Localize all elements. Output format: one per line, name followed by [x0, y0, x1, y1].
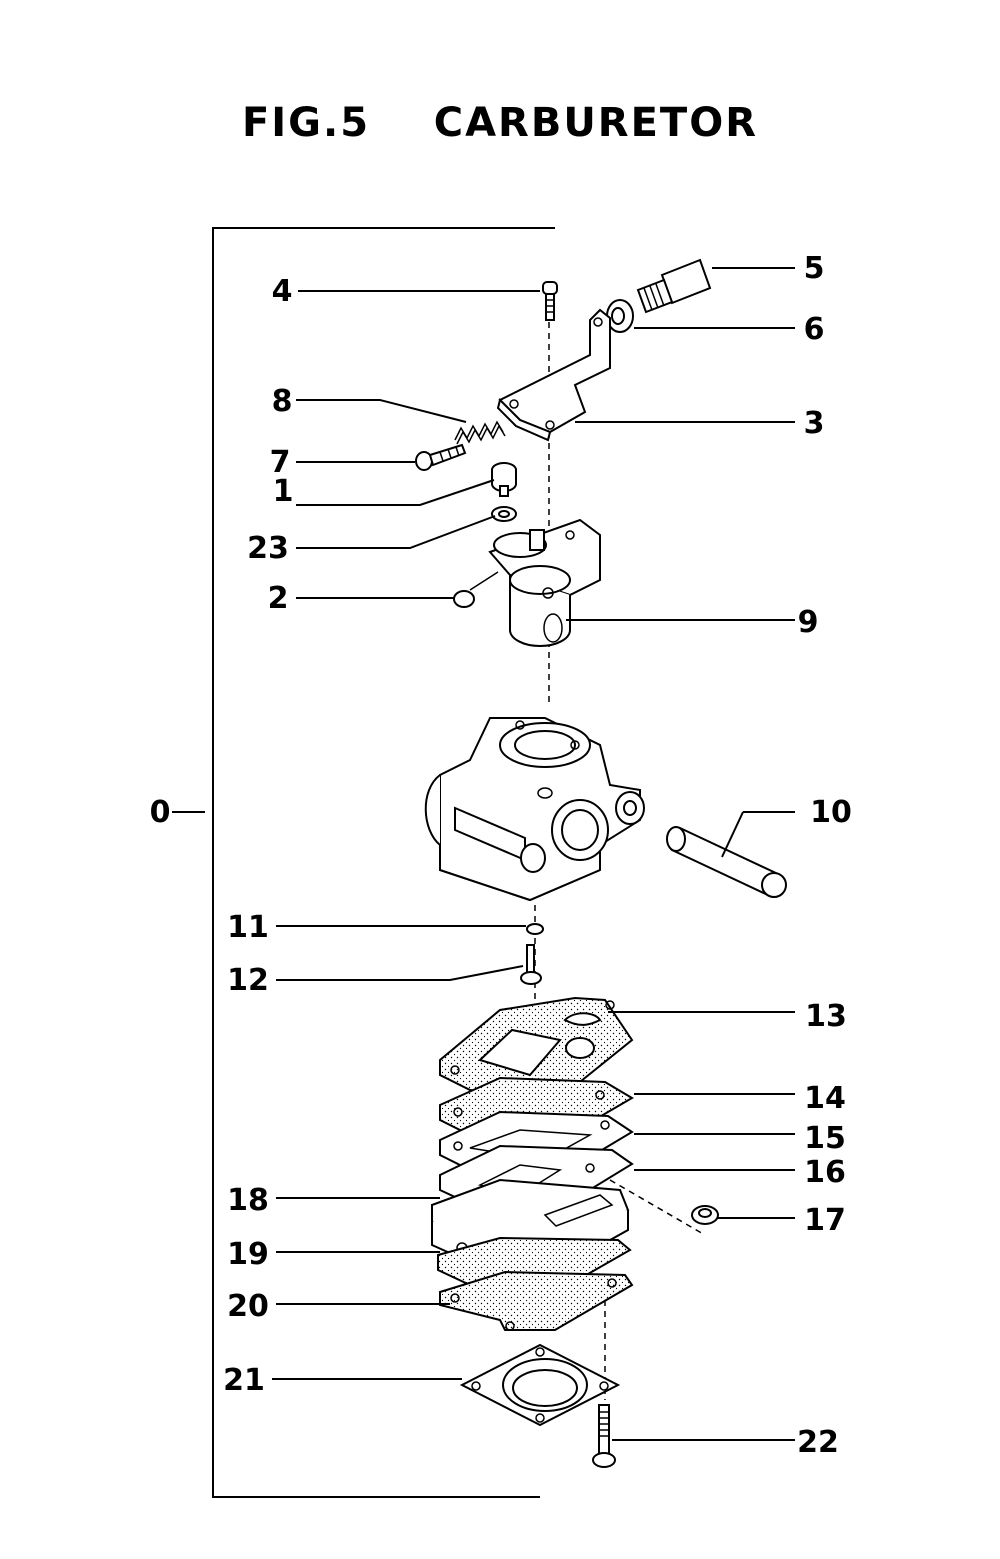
- part-8-spring: [454, 420, 506, 445]
- callout-3: 3: [804, 406, 825, 441]
- callout-2: 2: [268, 581, 289, 616]
- callout-7: 7: [270, 445, 291, 480]
- callout-1: 1: [273, 474, 294, 509]
- callout-15: 15: [804, 1121, 846, 1156]
- callout-5: 5: [804, 251, 825, 286]
- part-20-diaphragm: [439, 1270, 634, 1331]
- leader-lines: [172, 267, 795, 1441]
- carburetor-main-body: [424, 717, 645, 902]
- part-9-throttle-body: [488, 518, 601, 647]
- callout-22: 22: [797, 1425, 839, 1460]
- axis-line-cap-17: [609, 1179, 706, 1236]
- part-11-o-ring: [526, 923, 544, 935]
- callout-19: 19: [227, 1237, 269, 1272]
- part-23-washer: [491, 506, 517, 522]
- callout-labels: 0 1 2 3 4 5 6 7 8 9 10 11 12 13 14 15 16…: [150, 251, 852, 1460]
- callout-23: 23: [247, 531, 289, 566]
- part-2-cap: [453, 571, 499, 608]
- part-10-pin: [666, 826, 787, 898]
- assembly-bracket: [212, 227, 555, 1498]
- callout-6: 6: [804, 312, 825, 347]
- part-7-screw: [415, 443, 467, 471]
- callout-18: 18: [227, 1183, 269, 1218]
- callout-0: 0: [150, 795, 171, 830]
- part-4-screw: [542, 281, 558, 321]
- part-3-lever-bracket: [496, 308, 611, 442]
- part-17-cap: [691, 1205, 719, 1225]
- callout-16: 16: [804, 1155, 846, 1190]
- callout-17: 17: [804, 1203, 846, 1238]
- part-5-fitting: [636, 258, 712, 314]
- part-22-bolt: [592, 1404, 616, 1468]
- callout-9: 9: [798, 605, 819, 640]
- figure-title: FIG.5 CARBURETOR: [241, 100, 759, 146]
- callout-11: 11: [227, 910, 269, 945]
- callout-13: 13: [805, 999, 847, 1034]
- callout-14: 14: [804, 1081, 846, 1116]
- callout-20: 20: [227, 1289, 269, 1324]
- part-12-needle: [520, 944, 542, 985]
- callout-21: 21: [223, 1363, 265, 1398]
- callout-12: 12: [227, 963, 269, 998]
- callout-4: 4: [272, 274, 293, 309]
- part-1-screw: [491, 462, 517, 497]
- part-21-cover: [459, 1343, 621, 1427]
- callout-8: 8: [272, 384, 293, 419]
- callout-10: 10: [810, 795, 852, 830]
- part-13-gasket: [439, 996, 634, 1100]
